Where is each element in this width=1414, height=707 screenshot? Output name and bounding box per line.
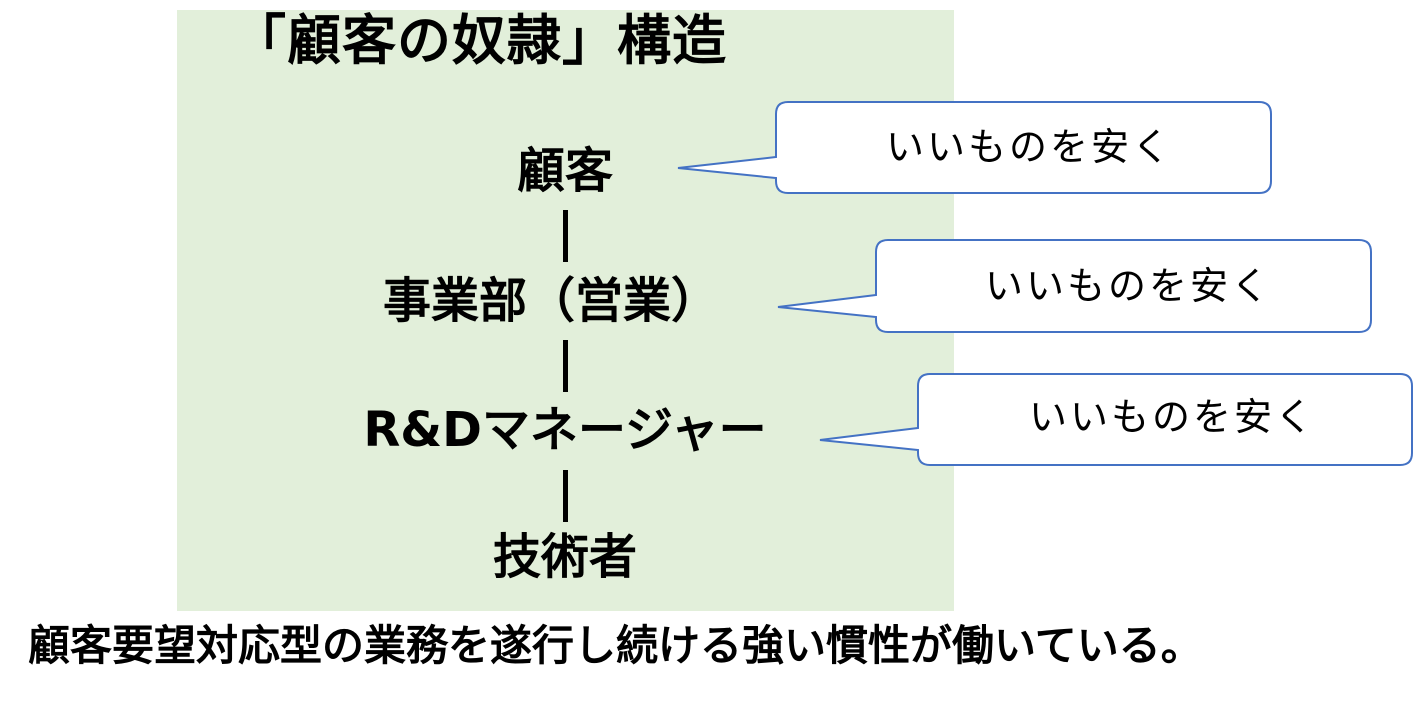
connector-line [563, 470, 568, 522]
diagram-title: 「顧客の奴隷」構造 [232, 9, 727, 72]
callout-bubble-business-division [777, 239, 1372, 333]
callout-bubble-customer [677, 101, 1272, 194]
hierarchy-node-rd-manager: R&Dマネージャー [363, 402, 767, 458]
hierarchy-node-engineer: 技術者 [492, 529, 638, 585]
callout-bubble-rd-manager [819, 373, 1413, 466]
callout-text-customer: いいものを安く [886, 125, 1174, 169]
hierarchy-node-business-division: 事業部（営業） [382, 273, 720, 329]
callout-text-business-division: いいものを安く [985, 264, 1273, 308]
callout-text-rd-manager: いいものを安く [1029, 395, 1317, 439]
connector-line [563, 340, 568, 392]
caption-text: 顧客要望対応型の業務を遂行し続ける強い慣性が働いている。 [28, 621, 1203, 670]
connector-line [563, 210, 568, 262]
hierarchy-node-customer: 顧客 [516, 143, 614, 199]
